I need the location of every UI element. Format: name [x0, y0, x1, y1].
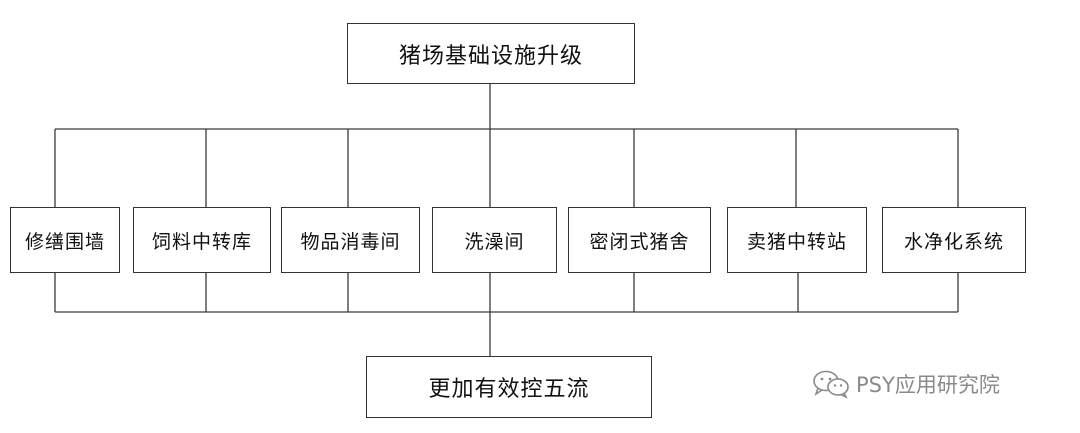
- item-node-feed-transfer-warehouse: 饲料中转库: [133, 207, 271, 273]
- item-node-label: 洗澡间: [464, 230, 525, 253]
- item-node-label: 密闭式猪舍: [589, 230, 690, 253]
- item-node-pig-sale-transfer-station: 卖猪中转站: [727, 207, 867, 273]
- item-node-water-purification-system: 水净化系统: [882, 207, 1026, 273]
- result-node-label: 更加有效控五流: [428, 377, 590, 402]
- item-node-label: 物品消毒间: [300, 230, 401, 253]
- item-node-label: 饲料中转库: [151, 230, 252, 253]
- root-node-label: 猪场基础设施升级: [398, 43, 583, 69]
- watermark: PSY应用研究院: [812, 366, 1000, 402]
- item-node-label: 卖猪中转站: [746, 230, 847, 253]
- item-node-label: 水净化系统: [903, 230, 1004, 253]
- root-node: 猪场基础设施升级: [347, 23, 635, 84]
- item-node-disinfection-room: 物品消毒间: [281, 207, 420, 273]
- item-node-shower-room: 洗澡间: [432, 207, 557, 273]
- item-node-label: 修缮围墙: [24, 230, 105, 253]
- watermark-text: PSY应用研究院: [856, 373, 1000, 397]
- item-node-closed-pig-house: 密闭式猪舍: [568, 207, 711, 273]
- item-node-wall-repair: 修缮围墙: [10, 207, 120, 273]
- result-node: 更加有效控五流: [366, 356, 652, 418]
- wechat-icon: [813, 370, 849, 399]
